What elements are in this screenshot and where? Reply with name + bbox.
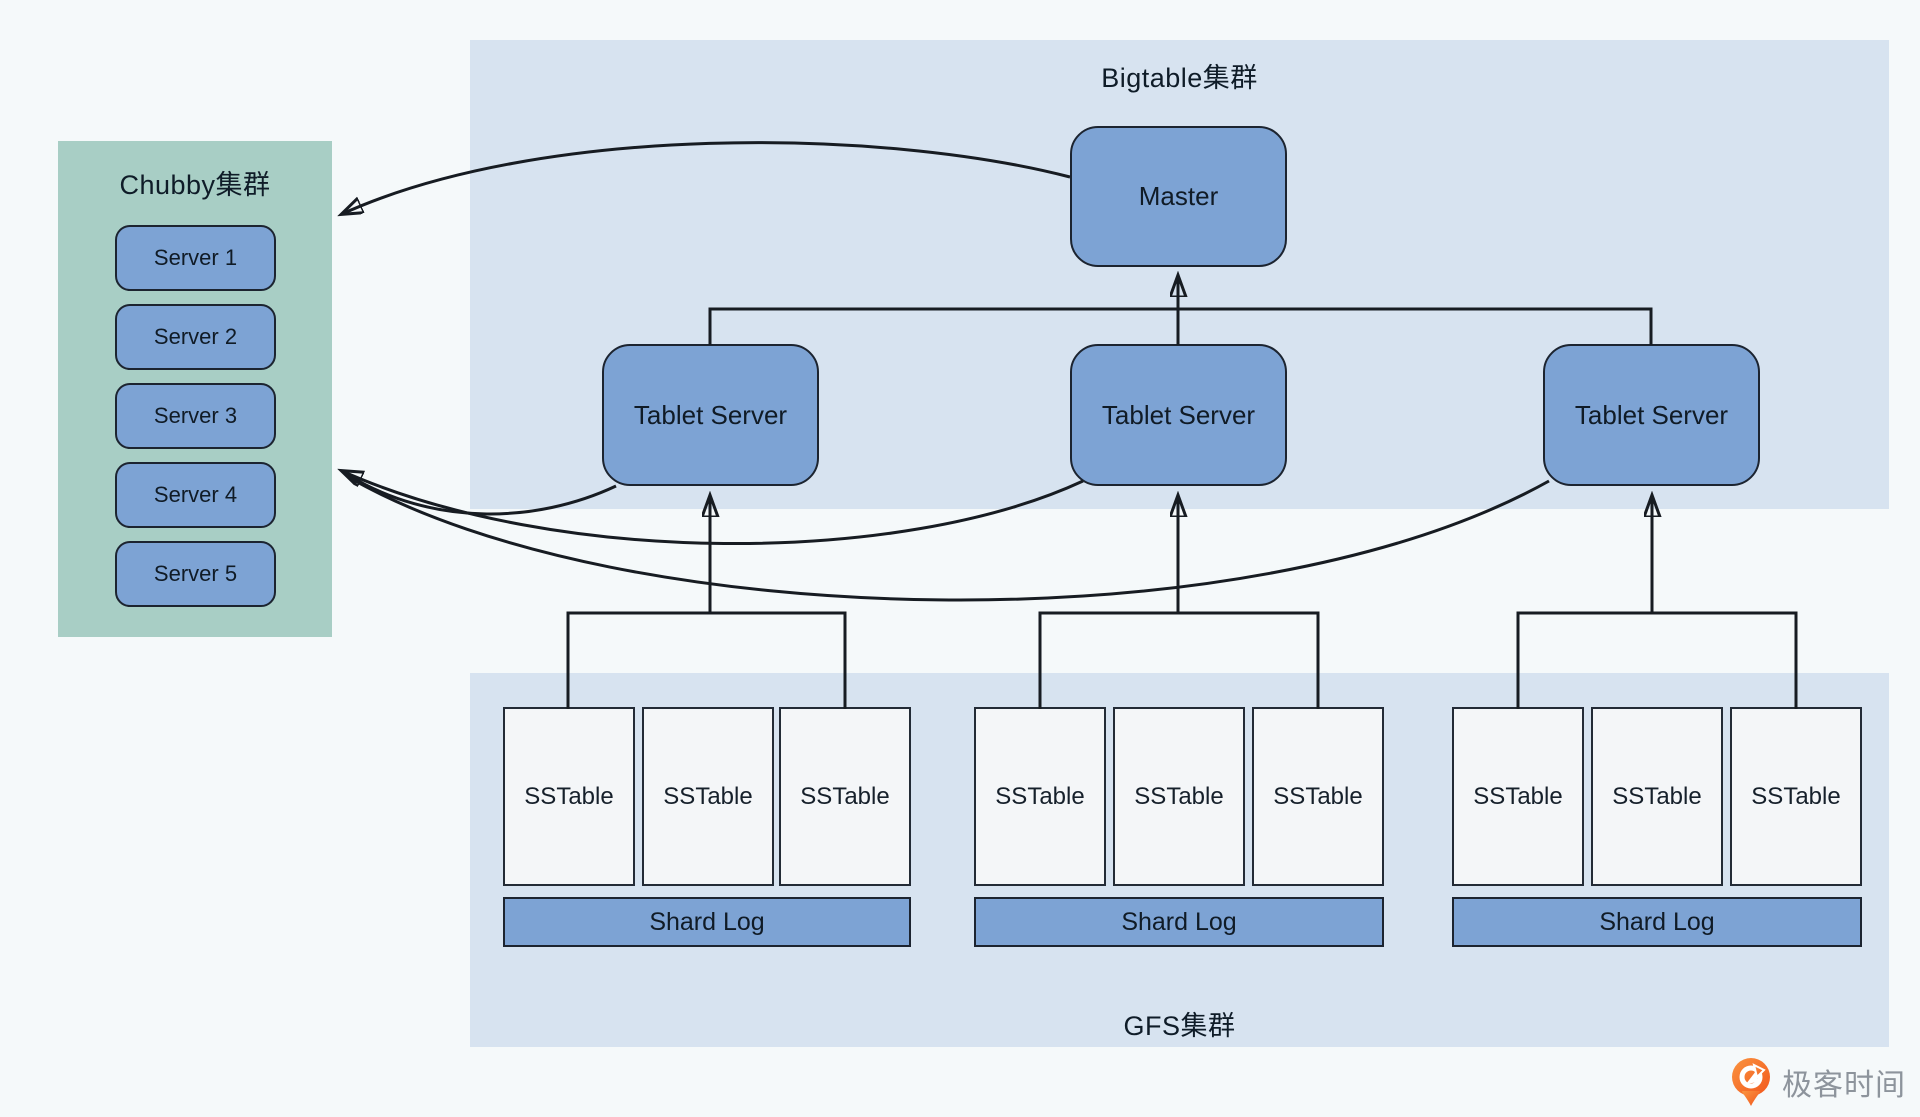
sstable-box: SSTable xyxy=(974,707,1106,886)
sstable-box: SSTable xyxy=(642,707,774,886)
shard-log-bar-3: Shard Log xyxy=(1452,897,1862,947)
bigtable-cluster-title: Bigtable集群 xyxy=(1101,63,1258,93)
shard-log-bar-1: Shard Log xyxy=(503,897,911,947)
geektime-watermark: 极客时间 xyxy=(1728,1056,1906,1108)
geektime-logo-text: 极客时间 xyxy=(1782,1069,1906,1102)
server-node-1: Server 1 xyxy=(115,225,276,291)
sstable-box: SSTable xyxy=(503,707,635,886)
chubby-cluster-panel: Chubby集群 Server 1 Server 2 Server 3 Serv… xyxy=(58,141,332,637)
geektime-logo-icon xyxy=(1732,1058,1770,1106)
sstable-box: SSTable xyxy=(1452,707,1584,886)
sstable-box: SSTable xyxy=(779,707,911,886)
server-node-2: Server 2 xyxy=(115,304,276,370)
shard-log-bar-2: Shard Log xyxy=(974,897,1384,947)
sstable-box: SSTable xyxy=(1113,707,1245,886)
gfs-cluster-title: GFS集群 xyxy=(1123,1011,1236,1041)
server-node-5: Server 5 xyxy=(115,541,276,607)
sstable-box: SSTable xyxy=(1252,707,1384,886)
tablet-server-node-2: Tablet Server xyxy=(1070,344,1287,486)
tablet-server-node-3: Tablet Server xyxy=(1543,344,1760,486)
master-node: Master xyxy=(1070,126,1287,267)
chubby-cluster-title: Chubby集群 xyxy=(119,170,271,200)
server-node-3: Server 3 xyxy=(115,383,276,449)
server-node-4: Server 4 xyxy=(115,462,276,528)
sstable-box: SSTable xyxy=(1730,707,1862,886)
sstable-box: SSTable xyxy=(1591,707,1723,886)
tablet-server-node-1: Tablet Server xyxy=(602,344,819,486)
